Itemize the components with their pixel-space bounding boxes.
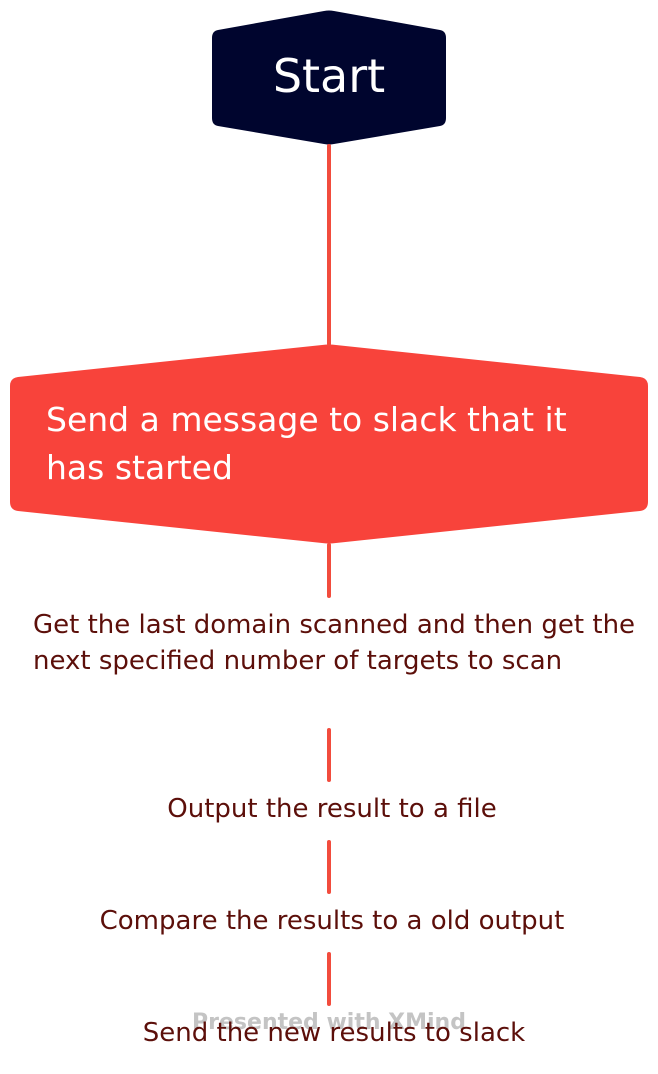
step-4-text[interactable]: Send the new results to slack <box>142 1018 526 1048</box>
main-topic-label: Send a message to slack that it has star… <box>46 400 567 487</box>
step-2-text[interactable]: Output the result to a file <box>167 794 497 824</box>
xmind-watermark: Presented with XMind <box>192 1010 466 1035</box>
start-node-hexagon[interactable] <box>212 10 446 145</box>
connector-step-1-to-step-2 <box>327 728 331 782</box>
start-node-label: Start <box>272 49 386 103</box>
step-3-text[interactable]: Compare the results to a old output <box>99 906 565 936</box>
connector-step-3-to-step-4 <box>327 952 331 1006</box>
main-topic-hexagon[interactable] <box>10 344 648 544</box>
step-1-text[interactable]: Get the last domain scanned and then get… <box>33 610 636 676</box>
connector-start-to-main <box>327 144 331 346</box>
connector-main-to-step-1 <box>327 543 331 598</box>
connector-step-2-to-step-3 <box>327 840 331 894</box>
